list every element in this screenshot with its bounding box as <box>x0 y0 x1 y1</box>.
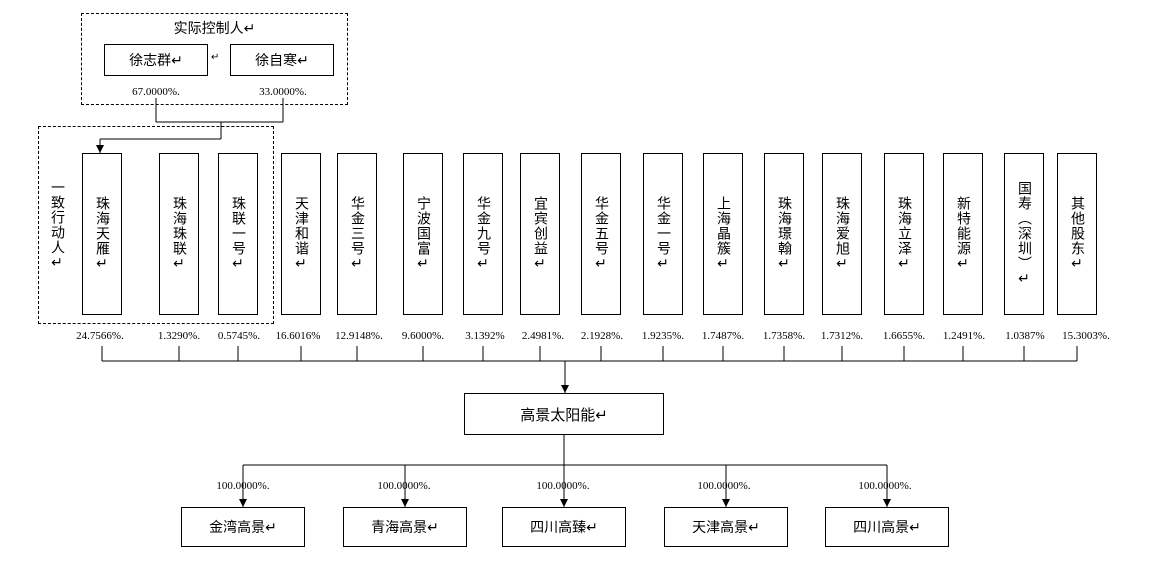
arrow-head <box>560 499 568 507</box>
subsidiary-pct: 100.0000%. <box>858 480 912 492</box>
company-box-gaojing-solar: 高景太阳能↵ <box>464 393 664 435</box>
subsidiary-pct: 100.0000%. <box>216 480 270 492</box>
subsidiary-box: 四川高臻↵ <box>502 507 626 547</box>
shareholder-box: 华金三号↵ <box>337 153 377 315</box>
shareholder-box: 珠海立泽↵ <box>884 153 924 315</box>
shareholder-box: 珠联一号↵ <box>218 153 258 315</box>
shareholder-pct: 0.5745%. <box>217 330 261 342</box>
shareholder-box: 天津和谐↵ <box>281 153 321 315</box>
shareholder-box: 珠海天雁↵ <box>82 153 122 315</box>
arrow-head <box>96 145 104 153</box>
shareholder-pct: 1.7358%. <box>762 330 806 342</box>
shareholder-pct: 1.0387% <box>1005 330 1045 342</box>
shareholder-pct: 3.1392% <box>465 330 505 342</box>
shareholder-pct: 1.9235%. <box>641 330 685 342</box>
shareholder-pct: 16.6016% <box>275 330 321 342</box>
subsidiary-box: 金湾高景↵ <box>181 507 305 547</box>
shareholder-pct: 1.3290%. <box>157 330 201 342</box>
shareholder-pct: 1.6655%. <box>882 330 926 342</box>
shareholder-box: 国寿（深圳）↵ <box>1004 153 1044 315</box>
shareholder-box: 华金九号↵ <box>463 153 503 315</box>
controller-box-xu-zihan: 徐自寒↵ <box>230 44 334 76</box>
shareholder-box: 华金五号↵ <box>581 153 621 315</box>
arrow-head <box>239 499 247 507</box>
arrow-head <box>883 499 891 507</box>
shareholder-box: 宁波国富↵ <box>403 153 443 315</box>
shareholder-box: 宜宾创益↵ <box>520 153 560 315</box>
shareholder-pct: 9.6000%. <box>401 330 445 342</box>
shareholder-box: 珠海璟翰↵ <box>764 153 804 315</box>
shareholder-pct: 1.2491%. <box>942 330 986 342</box>
actual-controller-group <box>81 13 348 105</box>
actual-controller-title: 实际控制人↵ <box>173 21 256 37</box>
shareholder-box: 其他股东↵ <box>1057 153 1097 315</box>
subsidiary-box: 青海高景↵ <box>343 507 467 547</box>
shareholder-box: 珠海珠联↵ <box>159 153 199 315</box>
subsidiary-pct: 100.0000%. <box>536 480 590 492</box>
controller-separator-mark: ↵ <box>211 52 220 63</box>
subsidiary-pct: 100.0000%. <box>377 480 431 492</box>
shareholder-pct: 24.7566%. <box>76 330 124 342</box>
controller-pct-xu-zihan: 33.0000%. <box>259 86 307 98</box>
subsidiary-box: 天津高景↵ <box>664 507 788 547</box>
shareholder-box: 华金一号↵ <box>643 153 683 315</box>
subsidiary-box: 四川高景↵ <box>825 507 949 547</box>
shareholder-box: 新特能源↵ <box>943 153 983 315</box>
controller-box-xu-zhiqun: 徐志群↵ <box>104 44 208 76</box>
arrow-head <box>401 499 409 507</box>
arrow-head <box>561 385 569 393</box>
concert-parties-label: 一致行动人↵ <box>49 180 65 272</box>
shareholder-pct: 1.7312%. <box>820 330 864 342</box>
shareholder-pct: 1.7487%. <box>701 330 745 342</box>
shareholder-pct: 12.9148%. <box>335 330 383 342</box>
subsidiary-pct: 100.0000%. <box>697 480 751 492</box>
concert-parties-group <box>38 126 274 324</box>
arrow-head <box>722 499 730 507</box>
shareholder-pct: 15.3003%. <box>1062 330 1110 342</box>
controller-pct-xu-zhiqun: 67.0000%. <box>132 86 180 98</box>
shareholder-pct: 2.4981%. <box>521 330 565 342</box>
shareholder-box: 上海晶簇↵ <box>703 153 743 315</box>
shareholder-box: 珠海爱旭↵ <box>822 153 862 315</box>
shareholder-pct: 2.1928%. <box>580 330 624 342</box>
